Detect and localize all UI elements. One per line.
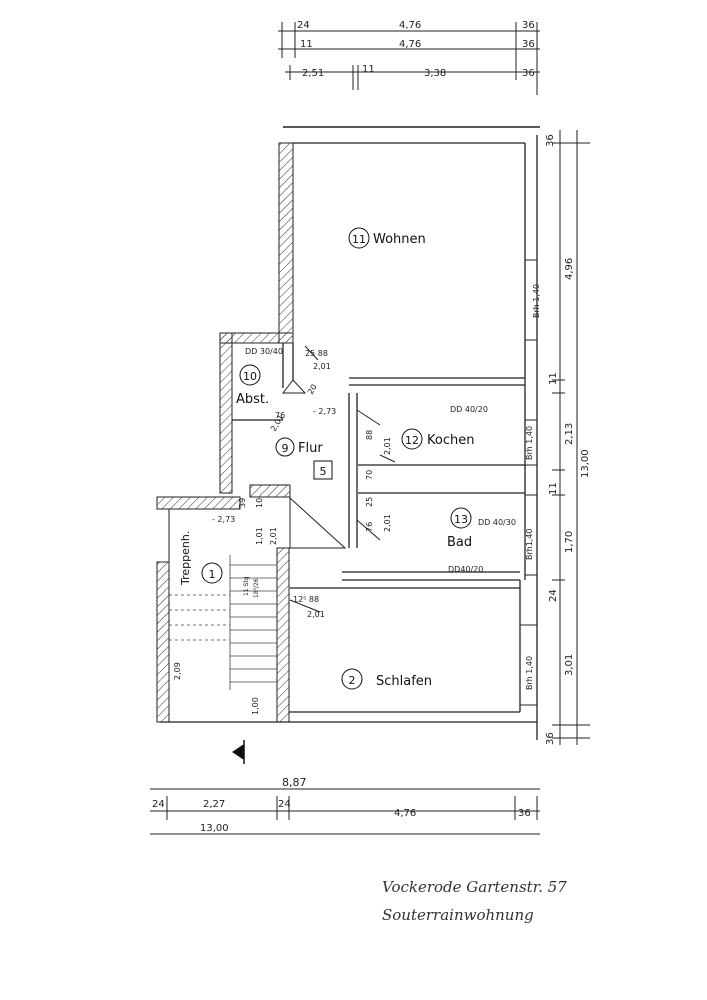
room-11-number: 11 [352, 233, 366, 246]
room-12-number: 12 [405, 434, 419, 447]
dim-bottom-36: 36 [518, 808, 531, 819]
room-12-name: Kochen [427, 433, 474, 448]
room-13-number: 13 [454, 513, 468, 526]
dim-top-36b: 36 [522, 39, 535, 50]
dim-top-11b: 11 [362, 64, 375, 75]
room-1: 1 Treppenh. [179, 531, 223, 586]
room-9-number: 9 [282, 442, 289, 455]
ann-level2: - 2,73 [212, 515, 235, 524]
ann-76b: 76 [365, 522, 374, 532]
ann-101: 1,01 [255, 527, 264, 545]
room-9: 9 Flur [275, 437, 323, 457]
dim-right-301: 3,01 [564, 654, 575, 676]
dim-right-24: 24 [548, 589, 559, 602]
dim-top-476b: 4,76 [399, 39, 421, 50]
room-10: 10 Abst. [236, 364, 269, 407]
dim-bottom-24b: 24 [278, 799, 291, 810]
ann-20: 20 [306, 383, 319, 396]
ann-10: 10 [255, 498, 264, 508]
ann-dd4020b: DD40/20 [448, 565, 483, 574]
dim-top-36a: 36 [522, 20, 535, 31]
room-13: 13 Bad [447, 507, 472, 550]
right-dimensions [552, 130, 590, 745]
dim-right-11a: 11 [548, 372, 559, 385]
dim-right-213: 2,13 [564, 423, 575, 445]
ann-201c: 2,01 [383, 437, 392, 455]
room-1-number: 1 [209, 568, 216, 581]
ann-dd4030: DD 40/30 [478, 518, 516, 527]
room-2-name: Schlafen [376, 674, 432, 689]
ann-125-88: 12⁵ 88 [293, 595, 319, 604]
room-10-number: 10 [243, 370, 257, 383]
room-10-name: Abst. [236, 392, 269, 407]
ann-100: 1,00 [251, 697, 260, 715]
room-11-name: Wohnen [373, 232, 426, 247]
dim-bottom-227: 2,27 [203, 799, 225, 810]
ann-88: 88 [365, 430, 374, 440]
handwritten-title: Souterrainwohnung [382, 906, 534, 924]
ann-25: 25 [365, 497, 374, 507]
ann-brh4: Brh 1,40 [525, 656, 534, 690]
ann-201e: 2,01 [269, 527, 278, 545]
box-5: 5 [313, 460, 333, 480]
ann-39: 39 [238, 498, 247, 508]
room-12: 12 Kochen [401, 428, 474, 450]
ann-level1: - 2,73 [313, 407, 336, 416]
bottom-dimensions [150, 788, 540, 835]
dim-right-36a: 36 [545, 134, 556, 147]
ann-dd3040: DD 30/40 [245, 347, 283, 356]
dim-bottom-1300: 13,00 [200, 823, 229, 834]
ann-brh3: Brh1,40 [525, 528, 534, 560]
room-2-number: 2 [349, 674, 356, 687]
ann-76a: 76 [275, 411, 285, 420]
dim-right-1300: 13,00 [580, 449, 591, 478]
box-5-label: 5 [320, 465, 327, 478]
ann-201f: 2,01 [307, 610, 325, 619]
dim-right-170: 1,70 [564, 531, 575, 553]
room-11: 11 Wohnen [348, 227, 426, 249]
dim-top-24: 24 [297, 20, 310, 31]
ann-209: 2,09 [173, 662, 182, 680]
ann-70: 70 [365, 470, 374, 480]
ann-201a: 2,01 [313, 362, 331, 371]
dim-top-251: 2,51 [302, 68, 324, 79]
dim-top-36c: 36 [522, 68, 535, 79]
ann-brh1: Brh 1,40 [532, 284, 541, 318]
ann-stairs2: 18⁵/26 [253, 578, 260, 598]
room-9-name: Flur [298, 441, 323, 456]
room-1-name: Treppenh. [179, 531, 192, 586]
room-2: 2 Schlafen [341, 668, 432, 690]
handwritten-address: Vockerode Gartenstr. 57 [382, 878, 567, 896]
walls [156, 126, 540, 764]
ann-stairs: 11 Stg [243, 576, 250, 596]
dim-right-36b: 36 [545, 732, 556, 745]
ann-brh2: Brh 1,40 [525, 426, 534, 460]
dim-bottom-8875: 8,87 [282, 776, 307, 789]
top-dimensions [278, 22, 540, 95]
dim-top-476a: 4,76 [399, 20, 421, 31]
dim-top-338: 3,38 [424, 68, 446, 79]
ann-201d: 2,01 [383, 514, 392, 532]
dim-right-496: 4,96 [564, 258, 575, 280]
dim-bottom-476: 4,76 [394, 808, 416, 819]
ann-25-88: 25 88 [305, 349, 328, 358]
room-13-name: Bad [447, 535, 472, 550]
ann-dd4020a: DD 40/20 [450, 405, 488, 414]
dim-bottom-24a: 24 [152, 799, 165, 810]
dim-right-11b: 11 [548, 482, 559, 495]
dim-top-11: 11 [300, 39, 313, 50]
